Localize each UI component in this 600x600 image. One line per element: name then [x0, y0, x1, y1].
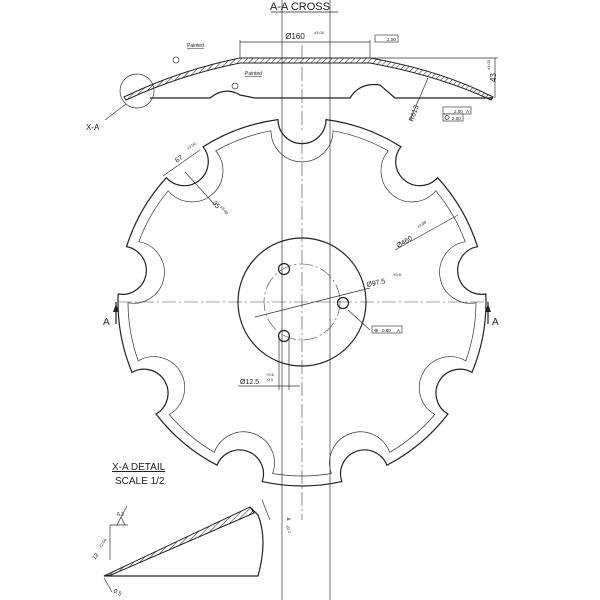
section-view: A-A CROSS Ø160 ±3.00 2.00 Painted Painte…	[86, 1, 498, 132]
dia-160-tol: ±3.00	[314, 30, 325, 35]
position-icon: ⊕	[374, 328, 378, 334]
bevel-length-label: 12	[92, 552, 101, 561]
hole-tol-upper: +0.6	[266, 372, 275, 377]
radius-label: R613	[408, 104, 420, 122]
notch-depth-label: 35	[210, 200, 220, 211]
detail-ref-label: X-A	[86, 123, 100, 132]
section-marker-left: A	[103, 317, 110, 328]
hole-tol-lower: -0.3	[266, 377, 274, 382]
outer-dia-label: Ø460	[396, 235, 414, 250]
plan-view: Ø97.5 +0.8 ⊕ 0.80 A Ø12.5 +0.6 -0.3 Ø460…	[103, 118, 499, 520]
section-title: A-A CROSS	[270, 1, 330, 13]
thickness-label: 4	[284, 517, 291, 523]
detail-view: X-A DETAIL SCALE 1/2 6.3 12 ±2.00 4 ±0.2…	[92, 462, 293, 598]
bolt-circle	[263, 263, 341, 341]
bolt-hole	[277, 262, 291, 276]
hub-circle	[237, 237, 367, 367]
detail-edge-section	[103, 506, 255, 577]
disc-outline	[117, 118, 487, 487]
position-datum: A	[397, 328, 400, 333]
notch-width-label: 67	[174, 154, 184, 164]
runout-tol: 2.00	[454, 109, 463, 114]
detail-title: X-A DETAIL	[112, 462, 166, 473]
detail-circle	[119, 73, 155, 109]
thickness-tol: ±0.2	[285, 525, 293, 535]
section-marker-right: A	[492, 317, 499, 328]
runout-datum: A	[466, 109, 469, 114]
roughness-label: 6.3	[117, 512, 124, 518]
flatness-tol: 2.00	[387, 37, 396, 42]
outer-dia-tol: ±3.00	[416, 219, 428, 229]
painted-label: Painted	[245, 71, 262, 77]
height-tol: ±3.00	[486, 59, 491, 70]
bolt-circle-tol: +0.8	[393, 272, 402, 277]
hole-dia-label: Ø12.5	[240, 379, 259, 386]
bevel-length-tol: ±2.00	[98, 537, 108, 549]
notch-width-tol: ±3.00	[186, 141, 198, 151]
edge-label: 0.5	[112, 589, 123, 599]
disc-bevel	[127, 130, 477, 477]
painted-label: Painted	[187, 43, 204, 49]
arrow-up-icon	[113, 304, 119, 312]
bolt-hole	[277, 329, 291, 343]
bolt-hole	[336, 296, 350, 310]
notch-depth-tol: ±3.00	[219, 204, 230, 215]
height-label: 43	[489, 73, 498, 82]
detail-scale: SCALE 1/2	[115, 476, 165, 487]
position-tol: 0.80	[382, 328, 391, 333]
bolt-circle-label: Ø97.5	[366, 278, 386, 289]
arrow-up-icon	[485, 304, 491, 312]
dia-160-label: Ø160	[285, 32, 305, 41]
disc-section	[123, 57, 494, 101]
circularity-tol: 2.00	[452, 116, 461, 121]
